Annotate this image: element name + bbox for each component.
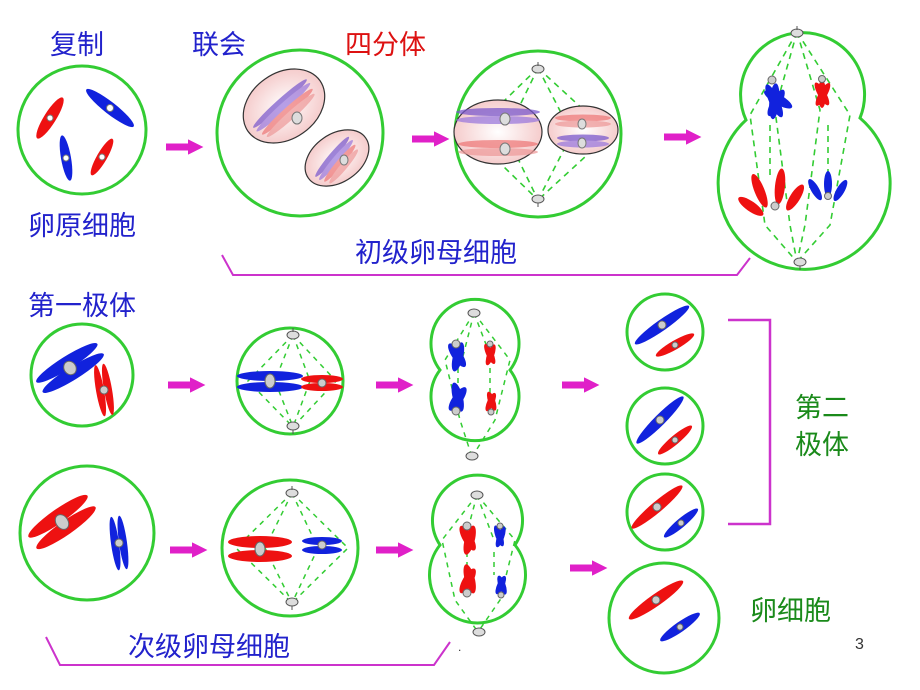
centrosome-icon — [793, 257, 807, 270]
centrosome-icon — [531, 62, 545, 74]
centrosome-icon — [470, 490, 484, 500]
chromosome-red-fan — [738, 168, 805, 216]
centrosome-icon — [790, 26, 804, 38]
oogonium-cell — [16, 64, 148, 196]
label-replication: 复制 — [50, 30, 104, 61]
label-second-polar-body-line2: 极体 — [795, 430, 849, 461]
chromosome-blue-fan — [808, 171, 848, 202]
centrosome-icon — [285, 597, 299, 610]
synapsis-cell — [215, 48, 385, 218]
chromosome-red — [36, 97, 64, 139]
label-synapsis: 联会 — [192, 30, 246, 61]
chromosome-red — [90, 138, 114, 176]
chromosome-blue — [59, 135, 73, 181]
anaphase-ii-oocyte-cell — [428, 473, 527, 637]
centrosome-icon — [472, 627, 486, 637]
chromosome-blue-fan — [764, 75, 793, 120]
secondary-oocyte-bracket — [45, 636, 451, 666]
centrosome-icon — [286, 328, 300, 340]
egg-cell — [607, 561, 721, 675]
page-number: 3 — [855, 636, 864, 653]
chromosome-red-fan — [814, 75, 831, 108]
second-polar-body-3 — [625, 472, 705, 552]
anaphase-ii-polar-cell — [429, 297, 521, 461]
metaphase-i-cell — [453, 49, 623, 219]
metaphase-ii-polar-cell — [235, 326, 345, 436]
second-polar-body-1 — [625, 292, 705, 372]
second-polar-body-2 — [625, 386, 705, 466]
anaphase-i-cell — [716, 26, 892, 271]
label-egg-cell: 卵细胞 — [750, 596, 831, 627]
label-tetrad: 四分体 — [345, 30, 426, 61]
first-polar-body-cell — [29, 322, 135, 428]
centrosome-icon — [531, 194, 545, 207]
secondary-oocyte-cell — [18, 464, 156, 602]
label-first-polar-body: 第一极体 — [28, 291, 136, 322]
centrosome-icon — [285, 486, 299, 498]
second-polar-body-bracket — [728, 318, 772, 526]
label-secondary-oocyte: 次级卵母细胞 — [128, 632, 290, 663]
centrosome-icon — [286, 421, 300, 434]
label-oogonium: 卵原细胞 — [28, 211, 136, 242]
metaphase-ii-oocyte-cell — [220, 478, 360, 618]
primary-oocyte-bracket — [221, 254, 751, 276]
label-primary-oocyte: 初级卵母细胞 — [355, 238, 517, 269]
label-second-polar-body-line1: 第二 — [795, 393, 849, 424]
centrosome-icon — [467, 308, 481, 318]
centrosome-icon — [465, 451, 479, 461]
chromosome-blue — [86, 88, 134, 128]
slide-dot: . — [458, 640, 462, 654]
